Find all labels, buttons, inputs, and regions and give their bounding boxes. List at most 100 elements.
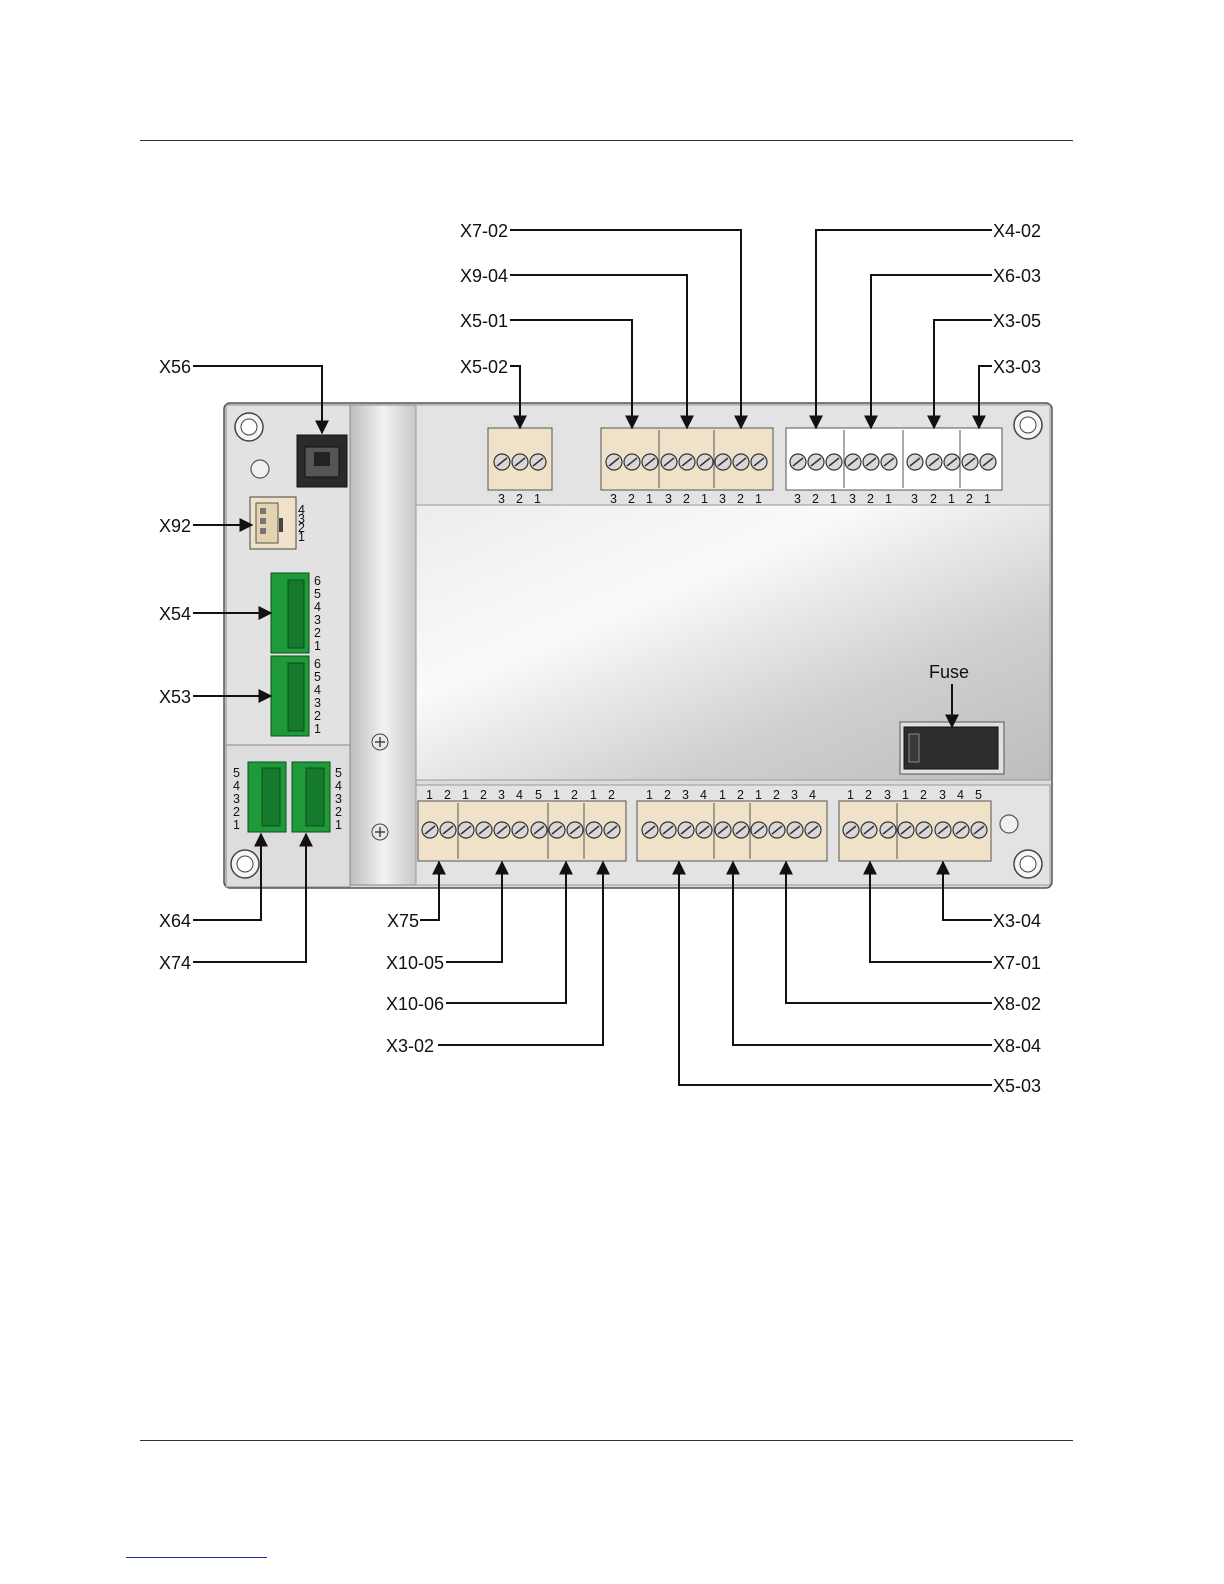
x64-pin: 4 [233,779,240,793]
pin-number: 2 [930,492,937,506]
x56-rj-jack [297,435,347,487]
pin-number: 4 [700,788,707,802]
pin-number: 4 [957,788,964,802]
x53-pin: 2 [314,709,321,723]
x54-pin: 4 [314,600,321,614]
pin-number: 2 [737,788,744,802]
label-x56: X56 [159,357,191,377]
pin-number: 5 [975,788,982,802]
pin-number: 3 [498,492,505,506]
pin-number: 1 [590,788,597,802]
pin-number: 1 [701,492,708,506]
pin-number: 3 [610,492,617,506]
pin-number: 2 [571,788,578,802]
pin-number: 1 [847,788,854,802]
x53-pin-numbers: 6 5 4 3 2 1 [314,657,321,736]
pin-number: 1 [755,492,762,506]
x53-pin: 5 [314,670,321,684]
label-x3-04: X3-04 [993,911,1041,931]
pin-number: 3 [791,788,798,802]
label-x7-02: X7-02 [460,221,508,241]
pin-number: 2 [628,492,635,506]
pin-number: 2 [812,492,819,506]
x64-pin: 2 [233,805,240,819]
x54-pin: 2 [314,626,321,640]
pin-number: 3 [911,492,918,506]
x53-pin: 6 [314,657,321,671]
label-x5-01: X5-01 [460,311,508,331]
pin-number: 2 [773,788,780,802]
pin-number: 2 [516,492,523,506]
pin-number: 1 [755,788,762,802]
label-x6-03: X6-03 [993,266,1041,286]
x92-connector [250,497,296,549]
pin-number: 2 [480,788,487,802]
x64-pin: 3 [233,792,240,806]
x54-pin: 6 [314,574,321,588]
label-x5-02: X5-02 [460,357,508,377]
label-x75: X75 [387,911,419,931]
fuse-holder [900,722,1004,774]
pin-number: 2 [867,492,874,506]
label-x92: X92 [159,516,191,536]
x54-pin: 1 [314,639,321,653]
pin-number: 4 [516,788,523,802]
pin-number: 1 [646,492,653,506]
pin-number: 1 [885,492,892,506]
pin-number: 1 [948,492,955,506]
pin-number: 1 [830,492,837,506]
label-x8-02: X8-02 [993,994,1041,1014]
x92-pin-numbers: 4 3 2 1 [298,503,305,544]
label-x3-02: X3-02 [386,1036,434,1056]
label-x64: X64 [159,911,191,931]
label-x54: X54 [159,604,191,624]
pin-number: 3 [498,788,505,802]
x74-pin: 1 [335,818,342,832]
x74-pin: 4 [335,779,342,793]
top-x5-02-pin-numbers: 3 2 1 [498,492,541,506]
leader-x5-03 [679,862,992,1085]
x74-green-terminal [292,762,330,832]
x53-green-terminal [271,656,309,736]
pin-number: 3 [849,492,856,506]
x53-pin: 3 [314,696,321,710]
pin-number: 2 [683,492,690,506]
label-x5-03: X5-03 [993,1076,1041,1096]
pin-number: 3 [939,788,946,802]
x92-pin: 1 [298,530,305,544]
x54-green-terminal [271,573,309,653]
leader-x3-02 [438,862,603,1045]
x53-pin: 1 [314,722,321,736]
pin-number: 2 [444,788,451,802]
x74-pin: 5 [335,766,342,780]
x64-pin-numbers: 5 4 3 2 1 [233,766,240,832]
pin-number: 3 [884,788,891,802]
pin-number: 5 [535,788,542,802]
pin-number: 1 [534,492,541,506]
pin-number: 1 [719,788,726,802]
leader-x7-02 [510,230,741,428]
pin-number: 2 [608,788,615,802]
pin-number: 2 [664,788,671,802]
pin-number: 4 [809,788,816,802]
pin-number: 3 [719,492,726,506]
label-x8-04: X8-04 [993,1036,1041,1056]
label-x7-01: X7-01 [993,953,1041,973]
pin-number: 2 [865,788,872,802]
label-x9-04: X9-04 [460,266,508,286]
label-fuse: Fuse [929,662,969,682]
x53-pin: 4 [314,683,321,697]
label-x3-05: X3-05 [993,311,1041,331]
x64-pin: 1 [233,818,240,832]
x54-pin: 3 [314,613,321,627]
pin-number: 3 [682,788,689,802]
leader-x8-04 [733,862,992,1045]
pin-number: 3 [665,492,672,506]
x54-pin: 5 [314,587,321,601]
pin-number: 2 [737,492,744,506]
x64-green-terminal [248,762,286,832]
top-group-a-pin-numbers: 321321321 [610,492,762,506]
x64-pin: 5 [233,766,240,780]
label-x10-06: X10-06 [386,994,444,1014]
